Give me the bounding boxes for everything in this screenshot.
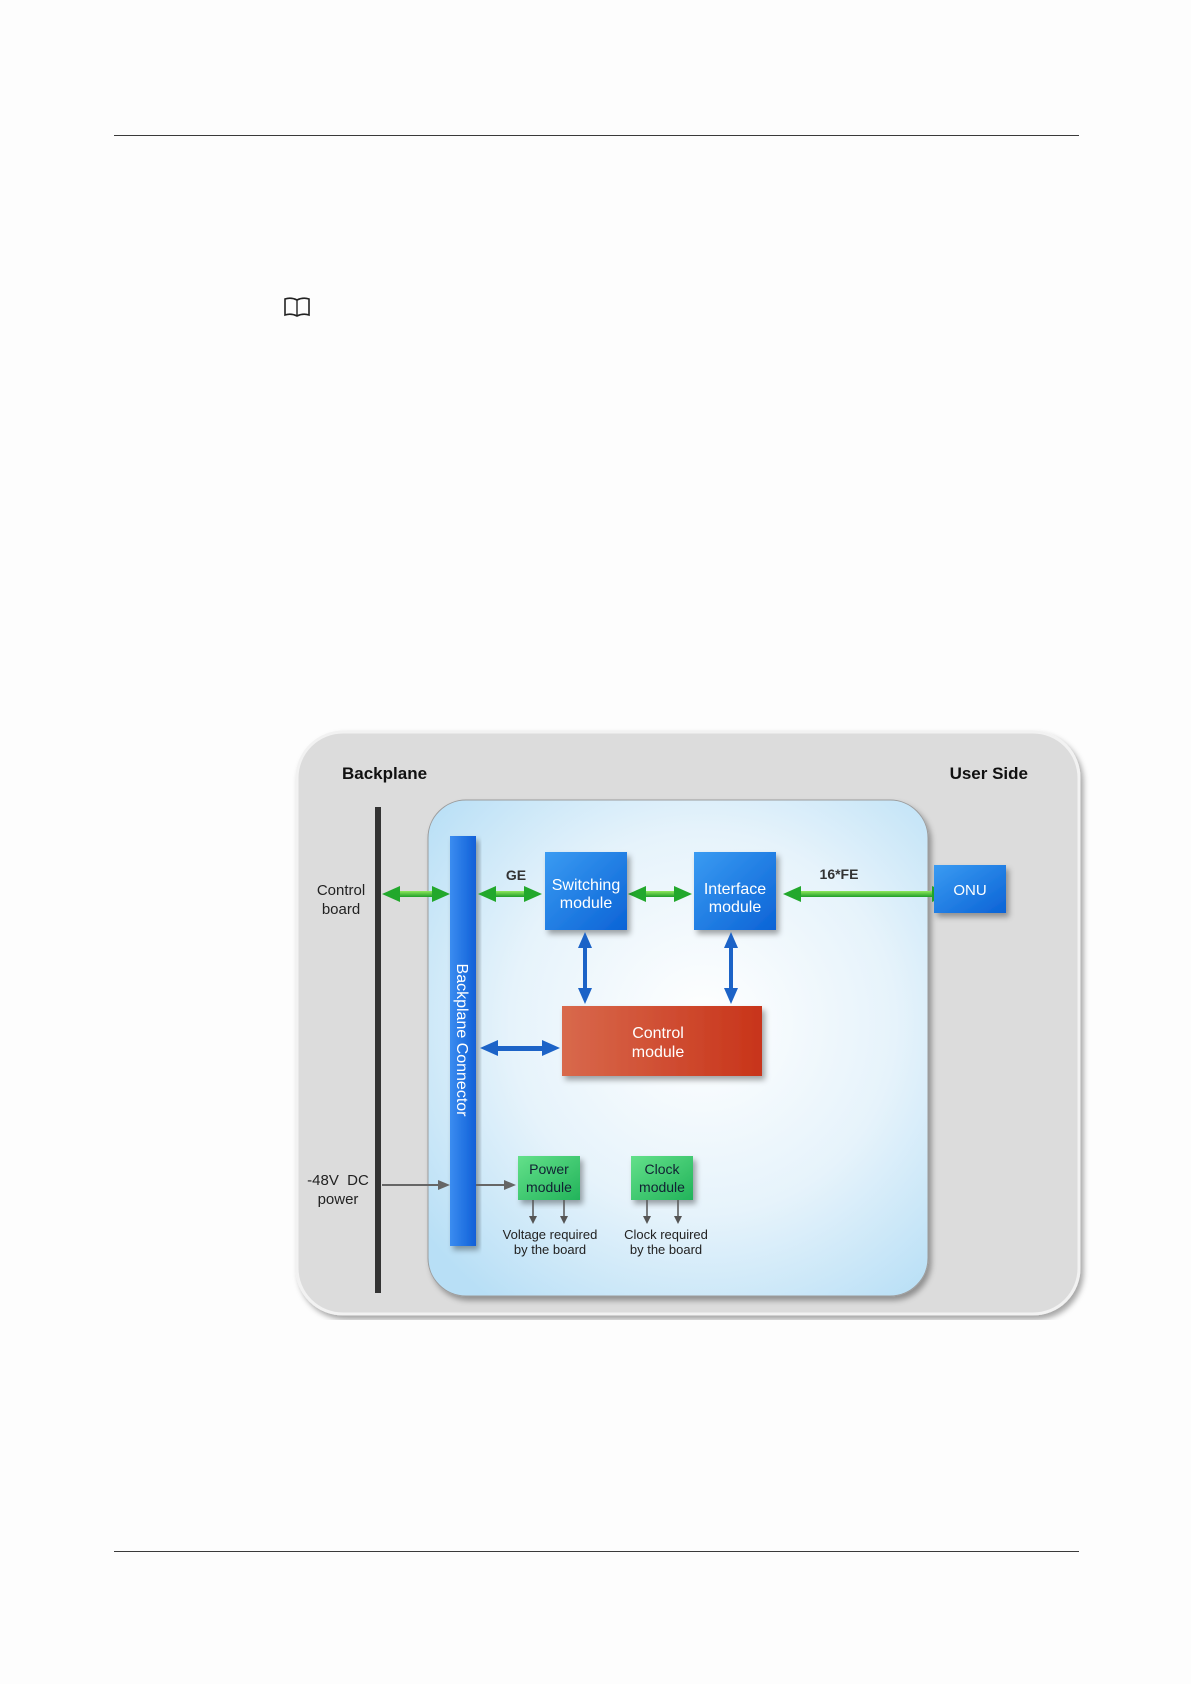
clock-module-label-line2: module: [639, 1179, 685, 1195]
interface-module-label-line2: module: [709, 899, 762, 916]
board-functional-diagram: Backplane User Side Control board -48V D…: [290, 720, 1090, 1320]
dc-power-label-line2: power: [318, 1191, 359, 1208]
user-side-title: User Side: [950, 764, 1028, 783]
dc-power-label-line1: -48V DC: [307, 1172, 369, 1189]
backplane-title: Backplane: [342, 764, 427, 783]
backplane-bar: [375, 807, 381, 1293]
control-board-label-line2: board: [322, 901, 360, 918]
control-module-label-line1: Control: [632, 1025, 684, 1042]
control-module-label-line2: module: [632, 1044, 685, 1061]
power-module-label-line1: Power: [529, 1161, 569, 1177]
clock-module-label-line1: Clock: [644, 1161, 680, 1177]
ge-label: GE: [506, 867, 526, 883]
control-board-label-line1: Control: [317, 882, 365, 899]
header-rule: [114, 135, 1079, 136]
clock-note-line2: by the board: [630, 1242, 702, 1257]
voltage-note-line2: by the board: [514, 1242, 586, 1257]
open-book-icon: [283, 296, 311, 318]
voltage-note-line1: Voltage required: [503, 1227, 598, 1242]
fe-label: 16*FE: [820, 866, 859, 882]
power-module-label-line2: module: [526, 1179, 572, 1195]
switching-module-label-line1: Switching: [552, 877, 620, 894]
footer-rule: [114, 1551, 1079, 1552]
onu-label: ONU: [953, 882, 986, 899]
interface-module-label-line1: Interface: [704, 881, 766, 898]
clock-note-line1: Clock required: [624, 1227, 708, 1242]
backplane-connector-label: Backplane Connector: [453, 964, 470, 1118]
switching-module-label-line2: module: [560, 895, 613, 912]
